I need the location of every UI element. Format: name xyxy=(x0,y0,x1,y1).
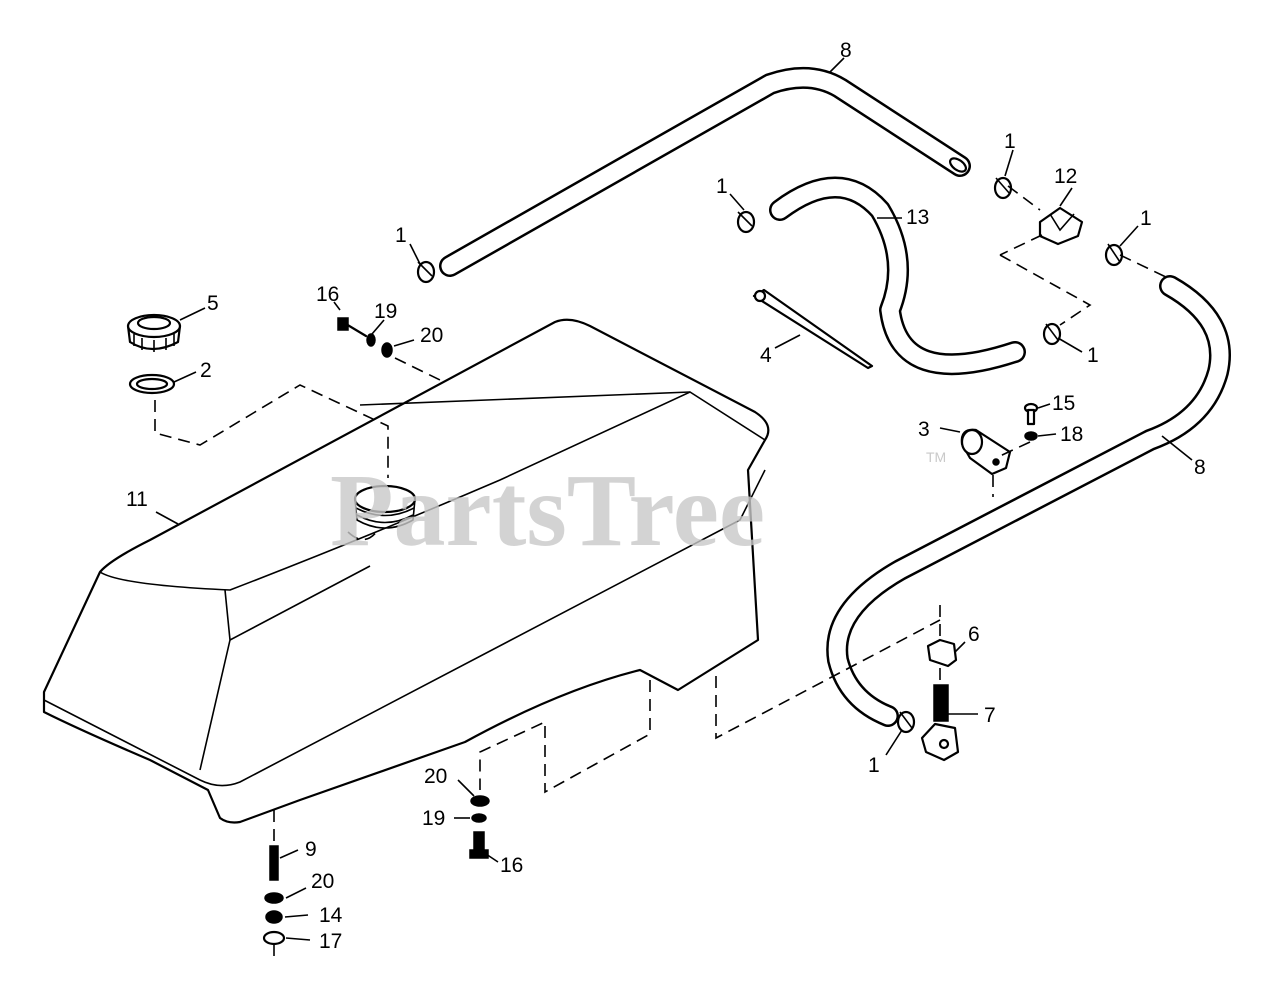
washer-20-bottom[interactable] xyxy=(470,795,490,807)
washer-20-top[interactable] xyxy=(381,342,393,358)
callout-1-bottom: 1 xyxy=(868,754,880,777)
callout-8-top: 8 xyxy=(840,39,852,62)
callout-20-top: 20 xyxy=(420,324,443,347)
callout-16-top: 16 xyxy=(316,283,339,306)
partstree-watermark: PartsTree xyxy=(330,453,765,568)
screw-15[interactable] xyxy=(1023,402,1039,426)
washer-20-lower-left[interactable] xyxy=(264,892,284,904)
watermark-trademark: TM xyxy=(926,449,946,465)
callout-7: 7 xyxy=(984,704,996,727)
lockwasher-19-bottom[interactable] xyxy=(471,813,487,823)
callout-20-lower-left: 20 xyxy=(311,870,334,893)
bolt-16-bottom[interactable] xyxy=(469,831,489,859)
callout-1-right: 1 xyxy=(1140,207,1152,230)
callout-8-right: 8 xyxy=(1194,456,1206,479)
fuel-shutoff-nut[interactable] xyxy=(926,638,958,668)
callout-16-bottom: 16 xyxy=(500,854,523,877)
clamp-1-right[interactable] xyxy=(1104,243,1124,267)
callout-12: 12 xyxy=(1054,165,1077,188)
callout-19-top: 19 xyxy=(374,300,397,323)
lockwasher-19-top[interactable] xyxy=(366,333,376,347)
fuel-shutoff-valve[interactable] xyxy=(920,684,960,762)
callout-20-bottom: 20 xyxy=(424,765,447,788)
callout-leaders xyxy=(155,57,1193,941)
hose-clamp-3[interactable] xyxy=(960,428,1012,476)
callout-1-middle: 1 xyxy=(1087,344,1099,367)
assembly-guide-lines xyxy=(154,185,1169,956)
fuel-cap[interactable] xyxy=(126,313,182,352)
callout-4: 4 xyxy=(760,344,772,367)
fuel-line-lower[interactable] xyxy=(826,275,1231,727)
callout-5: 5 xyxy=(207,292,219,315)
fuel-hose-13[interactable] xyxy=(769,176,1026,376)
stud-9[interactable] xyxy=(269,845,279,881)
cable-tie[interactable] xyxy=(752,288,874,370)
callout-1-top: 1 xyxy=(1004,130,1016,153)
tee-fitting[interactable] xyxy=(1038,206,1084,246)
clamp-1-top[interactable] xyxy=(993,176,1013,200)
clamp-1-bottom[interactable] xyxy=(896,710,916,734)
clamp-1-middle[interactable] xyxy=(1042,322,1062,346)
cap-gasket[interactable] xyxy=(128,373,176,395)
bolt-16-top[interactable] xyxy=(337,317,368,338)
callout-3: 3 xyxy=(918,418,930,441)
callout-19-bottom: 19 xyxy=(422,807,445,830)
callout-2: 2 xyxy=(200,359,212,382)
lockwasher-14[interactable] xyxy=(265,910,283,924)
callout-6: 6 xyxy=(968,623,980,646)
callout-15: 15 xyxy=(1052,392,1075,415)
callout-11: 11 xyxy=(126,488,148,511)
callout-14: 14 xyxy=(319,904,343,927)
callout-9: 9 xyxy=(305,838,317,861)
callout-17: 17 xyxy=(319,930,342,953)
clamp-1-left[interactable] xyxy=(416,260,436,284)
callout-1-left: 1 xyxy=(395,224,407,247)
clamp-1-hose13[interactable] xyxy=(736,210,756,234)
callout-18: 18 xyxy=(1060,423,1083,446)
callout-13: 13 xyxy=(906,206,929,229)
nut-17[interactable] xyxy=(262,930,286,946)
washer-18[interactable] xyxy=(1024,431,1038,441)
callout-1-hose13: 1 xyxy=(716,175,728,198)
fuel-tank[interactable] xyxy=(42,318,770,824)
fuel-line-upper[interactable] xyxy=(439,66,971,277)
